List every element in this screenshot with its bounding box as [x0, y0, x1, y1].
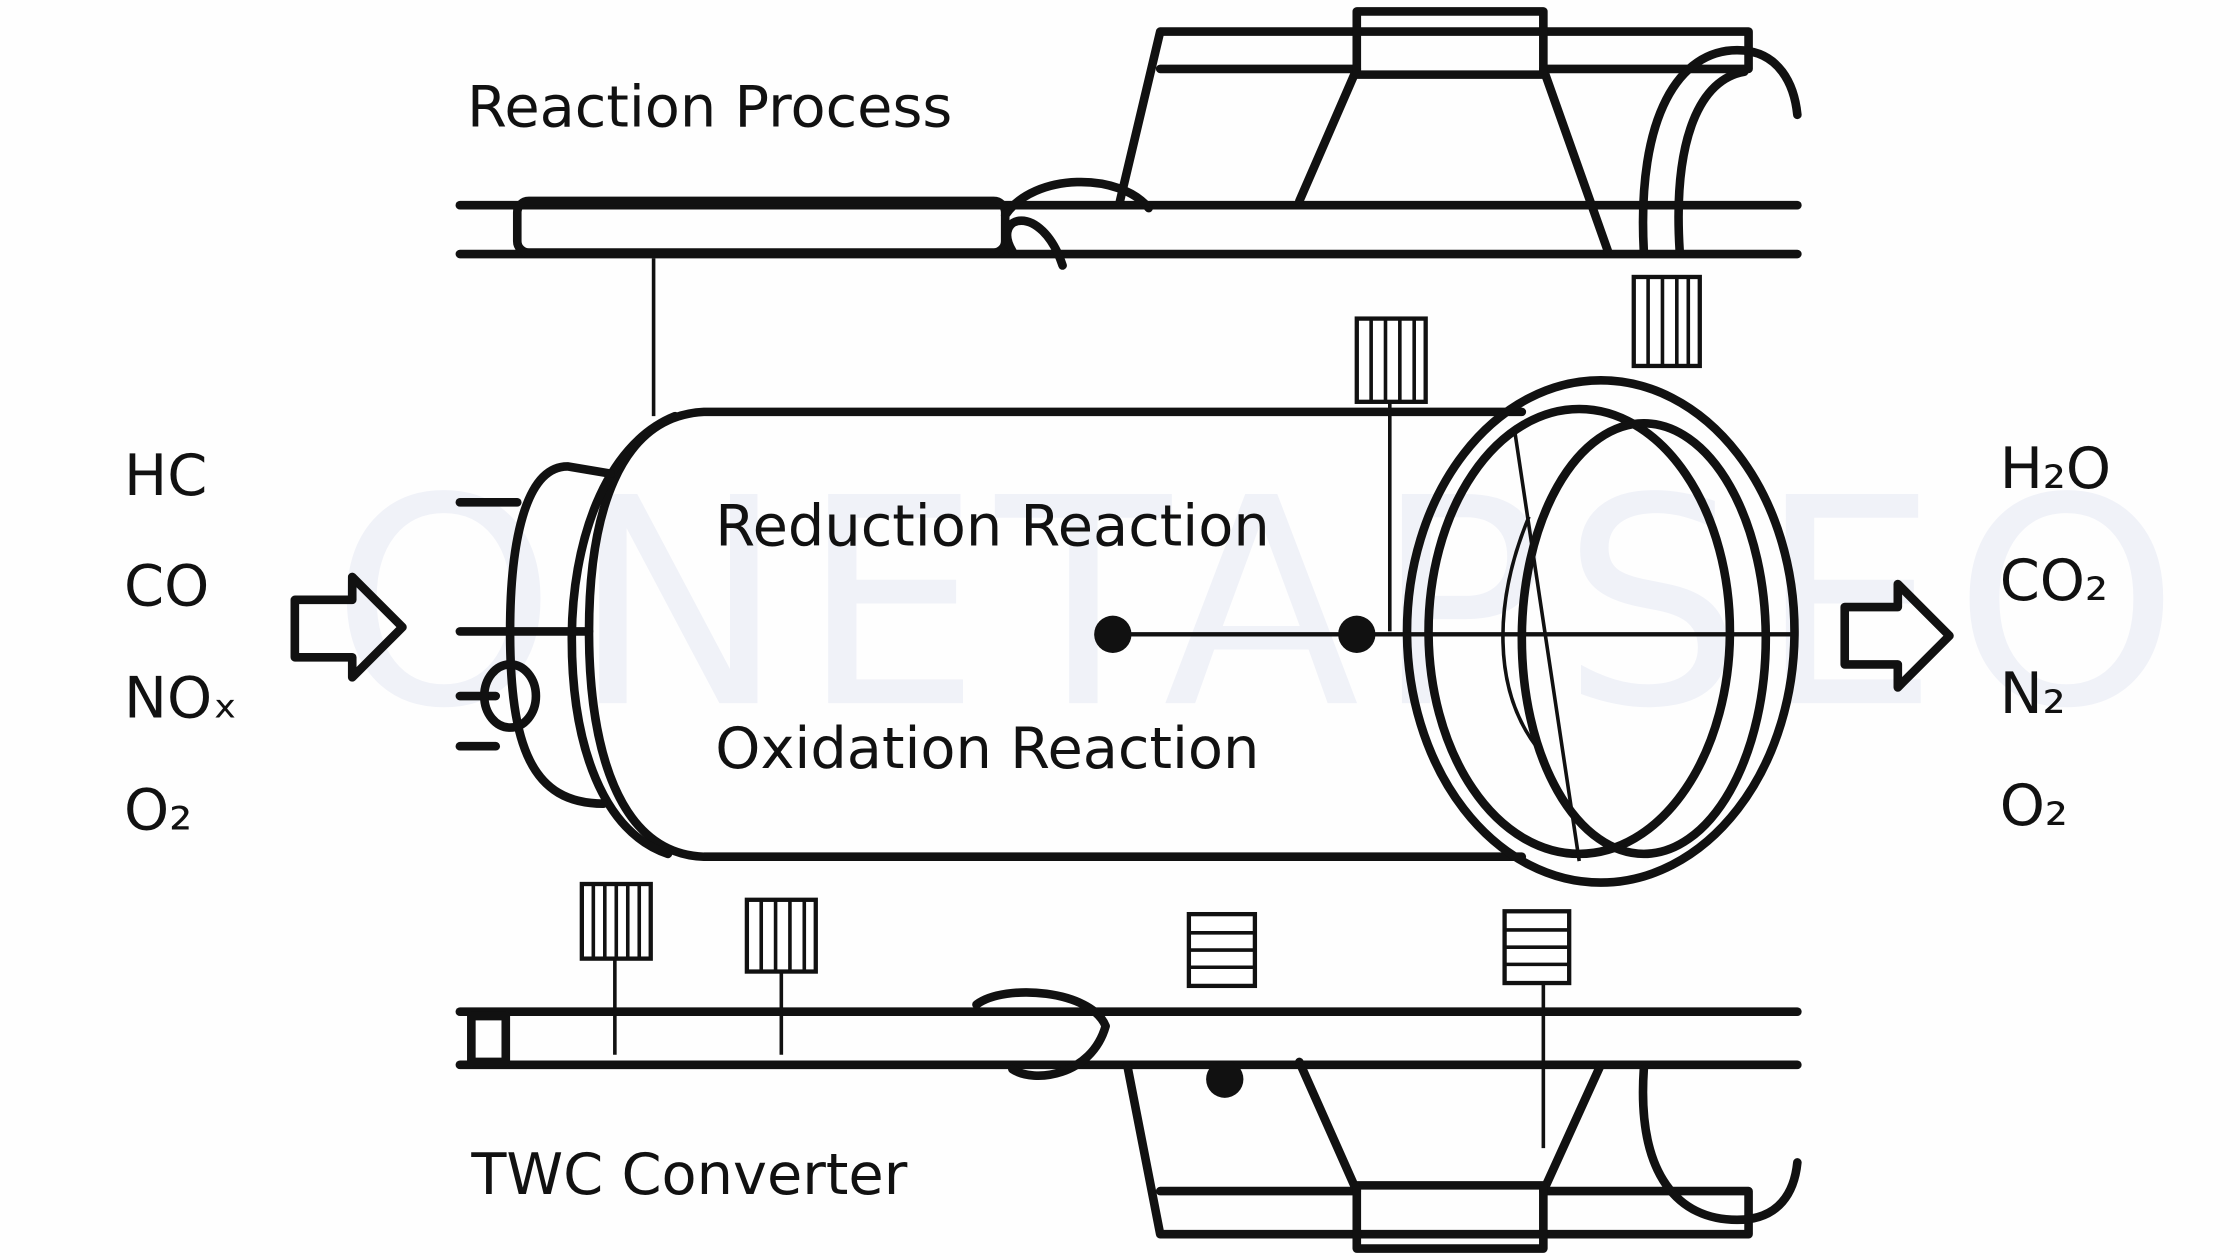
output-gas: O₂	[2000, 772, 2068, 839]
oxidation-reaction-label: Oxidation Reaction	[715, 715, 1259, 782]
reduction-reaction-label: Reduction Reaction	[715, 492, 1269, 559]
output-arrow-icon	[1840, 579, 1954, 692]
input-gas: O₂	[124, 776, 192, 843]
reaction-process-label: Reaction Process	[467, 73, 952, 140]
input-gas: NOₓ	[124, 665, 238, 732]
input-gas: HC	[124, 442, 207, 509]
output-gas: N₂	[2000, 660, 2066, 727]
node-dot	[1094, 615, 1132, 653]
converter-body	[455, 375, 1799, 887]
input-arrow-icon	[290, 572, 407, 682]
output-gas: H₂O	[2000, 435, 2111, 502]
top-pipe-assembly	[455, 7, 1802, 417]
node-dot	[1338, 615, 1376, 653]
output-gas: CO₂	[2000, 547, 2108, 614]
twc-converter-label: TWC Converter	[470, 1141, 907, 1208]
bottom-pipe-assembly	[455, 988, 1802, 1253]
input-gas: CO	[124, 553, 209, 620]
sensor-bars	[579, 274, 1702, 1149]
